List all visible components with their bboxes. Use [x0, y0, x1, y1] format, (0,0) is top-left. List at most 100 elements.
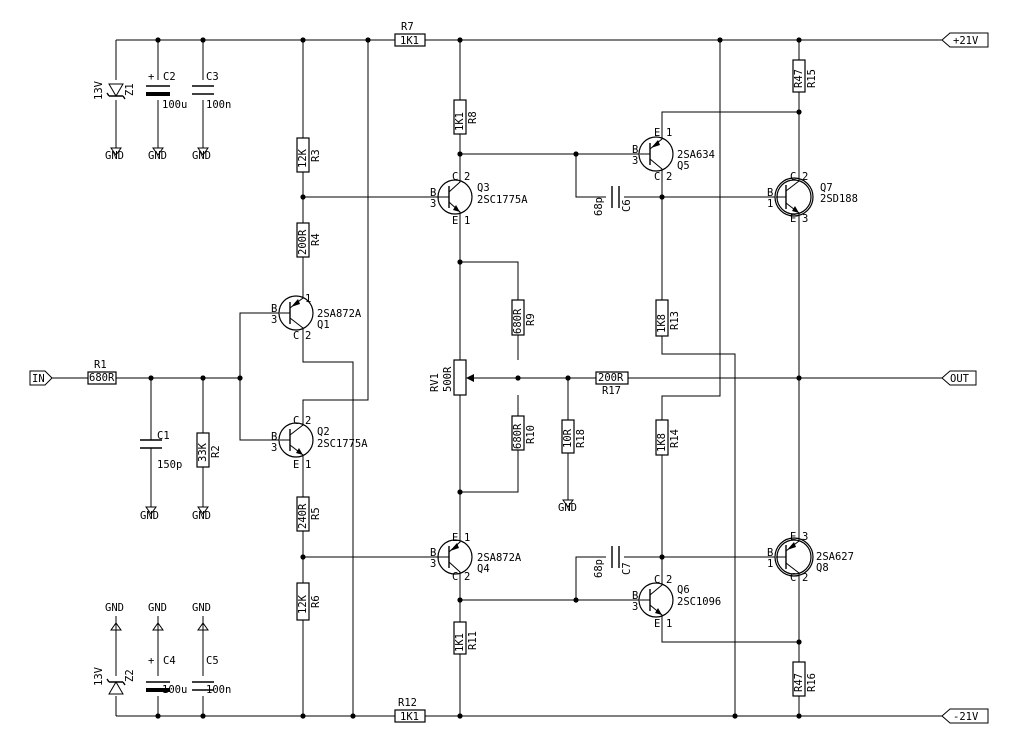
svg-text:Z1: Z1	[124, 83, 136, 96]
svg-text:2: 2	[464, 571, 470, 583]
svg-text:-21V: -21V	[953, 711, 979, 723]
svg-text:C: C	[293, 330, 299, 342]
svg-text:E: E	[654, 127, 660, 139]
svg-text:1K1: 1K1	[454, 112, 466, 131]
svg-text:R15: R15	[806, 69, 818, 88]
svg-text:1: 1	[666, 127, 672, 139]
svg-text:2SC1096: 2SC1096	[677, 596, 721, 608]
ground-z1: GND	[105, 137, 124, 162]
svg-text:GND: GND	[558, 502, 577, 514]
resistor-r8: 1K1 R8	[453, 99, 479, 135]
svg-text:2SA872A: 2SA872A	[317, 308, 362, 320]
svg-text:C: C	[293, 415, 299, 427]
resistor-r5: 240R R5	[296, 496, 322, 532]
svg-text:B: B	[632, 144, 638, 156]
svg-text:240R: 240R	[297, 503, 309, 529]
svg-text:OUT: OUT	[950, 373, 970, 385]
svg-text:2SA627: 2SA627	[816, 551, 854, 563]
ground-c4: GND	[148, 602, 167, 641]
resistor-r9: 680R R9	[511, 299, 537, 336]
svg-text:2SA634: 2SA634	[677, 149, 715, 161]
svg-text:B: B	[430, 187, 436, 199]
capacitor-c7: 68p C7	[593, 546, 633, 578]
zener-z2: 13V Z2	[93, 666, 136, 695]
svg-text:13V: 13V	[93, 666, 105, 686]
svg-text:E: E	[452, 532, 458, 544]
capacitor-c4: + C4 100u	[146, 655, 187, 696]
port-in: IN	[29, 370, 53, 386]
svg-text:RV1: RV1	[429, 373, 441, 392]
potentiometer-rv1: RV1 500R	[429, 359, 474, 396]
svg-text:Q1: Q1	[317, 319, 330, 331]
svg-text:B: B	[430, 547, 436, 559]
svg-text:R18: R18	[575, 429, 587, 448]
svg-text:100u: 100u	[162, 99, 187, 111]
svg-text:Z2: Z2	[124, 669, 136, 682]
capacitor-c1: C1 150p	[140, 430, 182, 471]
svg-text:1K1: 1K1	[400, 35, 419, 47]
svg-text:GND: GND	[140, 510, 159, 522]
resistor-r7: R7 1K1	[394, 21, 426, 47]
svg-text:2: 2	[666, 171, 672, 183]
resistor-r10: 680R R10	[511, 415, 537, 451]
svg-text:+: +	[148, 71, 154, 83]
svg-text:GND: GND	[192, 150, 211, 162]
svg-text:2: 2	[802, 171, 808, 183]
svg-text:R16: R16	[806, 673, 818, 692]
svg-text:3: 3	[271, 314, 277, 326]
svg-text:680R: 680R	[512, 423, 524, 449]
ground-c2: GND	[148, 137, 167, 162]
svg-text:B: B	[271, 431, 277, 443]
ground-c1: GND	[140, 496, 159, 522]
zener-z1: 13V Z1	[93, 80, 136, 100]
svg-text:1: 1	[305, 293, 311, 305]
svg-text:R4: R4	[310, 233, 322, 246]
resistor-r13: 1K8 R13	[655, 299, 681, 337]
svg-text:1: 1	[666, 618, 672, 630]
svg-text:3: 3	[271, 442, 277, 454]
svg-text:Q6: Q6	[677, 584, 690, 596]
svg-text:R11: R11	[467, 631, 479, 650]
svg-text:3: 3	[632, 601, 638, 613]
resistor-r12: R12 1K1	[394, 697, 426, 723]
svg-text:1: 1	[464, 215, 470, 227]
svg-text:B: B	[271, 303, 277, 315]
svg-text:R17: R17	[602, 385, 621, 397]
svg-text:1: 1	[767, 198, 773, 210]
svg-text:13V: 13V	[93, 80, 105, 100]
svg-text:1: 1	[767, 558, 773, 570]
svg-text:GND: GND	[148, 602, 167, 614]
svg-text:GND: GND	[105, 150, 124, 162]
svg-text:C: C	[790, 572, 796, 584]
svg-text:R10: R10	[525, 425, 537, 444]
svg-text:2: 2	[305, 415, 311, 427]
svg-text:500R: 500R	[442, 366, 454, 392]
resistor-r17: 200R R17	[595, 371, 629, 397]
svg-text:Q3: Q3	[477, 182, 490, 194]
svg-text:2SC1775A: 2SC1775A	[317, 438, 368, 450]
svg-text:3: 3	[802, 531, 808, 543]
svg-text:Q5: Q5	[677, 160, 690, 172]
svg-text:R47: R47	[793, 673, 805, 692]
svg-text:C6: C6	[621, 199, 633, 212]
capacitor-c5: C5 100n	[192, 655, 231, 696]
svg-text:3: 3	[632, 155, 638, 167]
svg-text:68p: 68p	[593, 559, 605, 578]
svg-text:200R: 200R	[297, 229, 309, 255]
wires	[52, 39, 942, 717]
svg-text:GND: GND	[192, 602, 211, 614]
svg-text:R1: R1	[94, 359, 107, 371]
svg-text:R47: R47	[793, 69, 805, 88]
svg-text:R5: R5	[310, 507, 322, 520]
svg-text:150p: 150p	[157, 459, 182, 471]
svg-text:+: +	[148, 655, 154, 667]
svg-text:GND: GND	[105, 602, 124, 614]
resistor-r15: R47 R15	[792, 59, 818, 93]
svg-text:E: E	[654, 618, 660, 630]
svg-text:C7: C7	[621, 562, 633, 575]
svg-text:+21V: +21V	[953, 35, 979, 47]
